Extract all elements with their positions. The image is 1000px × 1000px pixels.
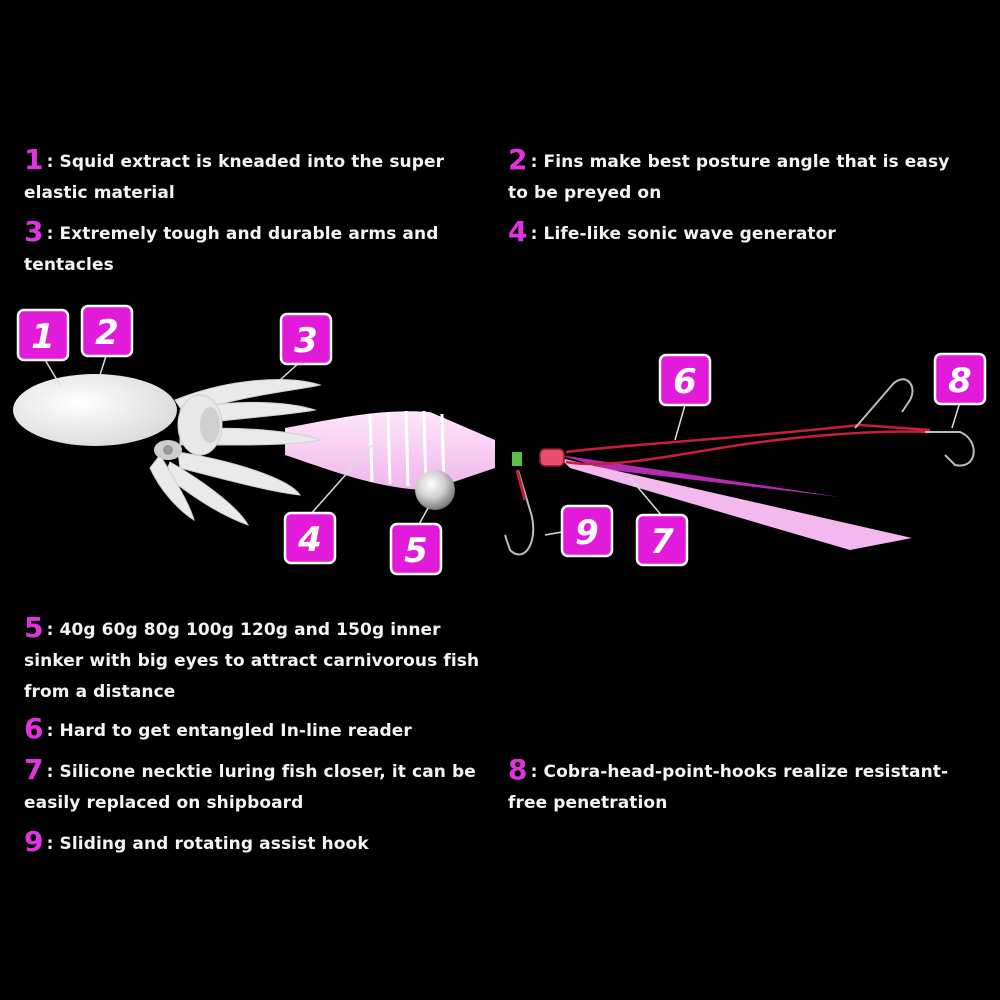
squid-head	[13, 374, 223, 460]
badge-3: 3	[279, 312, 333, 366]
eye-pupil	[163, 445, 173, 455]
assist-hook	[504, 452, 535, 556]
feature-number: 2	[508, 143, 528, 176]
assist-hook-cord	[515, 469, 527, 501]
feature-number: 4	[508, 215, 528, 248]
feature-text: : Extremely tough and durable arms and t…	[24, 224, 439, 275]
callout-2	[99, 355, 107, 376]
feature-8: 8: Cobra-head-point-hooks realize resist…	[508, 754, 978, 819]
badge-7: 7	[635, 513, 689, 567]
badge-label: 1	[31, 317, 55, 357]
hook-upper	[854, 378, 914, 429]
feature-5: 5: 40g 60g 80g 100g 120g and 150g inner …	[24, 612, 494, 708]
feature-4: 4: Life-like sonic wave generator	[508, 216, 968, 250]
hook-lower	[925, 431, 975, 467]
feature-2: 2: Fins make best posture angle that is …	[508, 144, 968, 209]
feature-9: 9: Sliding and rotating assist hook	[24, 826, 494, 860]
callout-9	[544, 531, 563, 536]
sinker	[415, 470, 455, 510]
feature-number: 7	[24, 753, 44, 786]
feature-number: 9	[24, 825, 44, 858]
feature-3: 3: Extremely tough and durable arms and …	[24, 216, 484, 281]
badge-label: 4	[297, 520, 322, 560]
badge-label: 8	[948, 361, 972, 401]
assist-hook-shape	[504, 469, 535, 556]
necktie-strip-light	[560, 458, 912, 550]
badge-4: 4	[283, 511, 337, 565]
feature-1: 1: Squid extract is kneaded into the sup…	[24, 144, 494, 209]
feature-number: 3	[24, 215, 44, 248]
necktie-strip-dark	[560, 455, 840, 497]
swivel-ring	[539, 448, 565, 467]
sonic-body	[285, 410, 495, 490]
feature-number: 1	[24, 143, 44, 176]
feature-text: : 40g 60g 80g 100g 120g and 150g inner s…	[24, 620, 480, 702]
badge-label: 7	[650, 522, 674, 562]
eye	[200, 407, 220, 443]
feature-text: : Squid extract is kneaded into the supe…	[24, 152, 445, 203]
badge-2: 2	[80, 304, 134, 358]
badge-1: 1	[16, 308, 70, 362]
cobra-hooks	[854, 378, 975, 467]
leader-line-upper	[565, 423, 931, 454]
callout-1	[43, 357, 61, 386]
feature-text: : Life-like sonic wave generator	[530, 224, 836, 244]
callout-6	[674, 404, 686, 441]
badge-6: 6	[658, 353, 712, 407]
feature-number: 8	[508, 753, 528, 786]
badge-label: 9	[575, 513, 599, 553]
hook-bead	[512, 452, 522, 466]
feature-text: : Fins make best posture angle that is e…	[508, 152, 950, 203]
feature-text: : Sliding and rotating assist hook	[46, 834, 369, 854]
badge-label: 6	[673, 362, 697, 402]
silicone-necktie	[560, 455, 912, 550]
badge-8: 8	[933, 352, 987, 406]
badge-label: 2	[95, 313, 119, 353]
mantle	[13, 374, 177, 446]
feature-number: 6	[24, 712, 44, 745]
feature-7: 7: Silicone necktie luring fish closer, …	[24, 754, 494, 819]
badge-label: 3	[294, 321, 318, 361]
feature-text: : Cobra-head-point-hooks realize resista…	[508, 762, 949, 813]
inline-leader	[565, 423, 931, 466]
feature-number: 5	[24, 611, 44, 644]
leader-line-lower	[565, 430, 931, 466]
badge-9: 9	[560, 504, 614, 558]
callout-8	[951, 401, 961, 429]
badge-5: 5	[389, 522, 443, 576]
badge-label: 5	[404, 531, 428, 571]
callout-7	[629, 477, 663, 517]
feature-6: 6: Hard to get entangled In-line reader	[24, 713, 494, 747]
callout-4	[309, 444, 373, 516]
feature-text: : Silicone necktie luring fish closer, i…	[24, 762, 476, 813]
feature-text: : Hard to get entangled In-line reader	[46, 721, 412, 741]
